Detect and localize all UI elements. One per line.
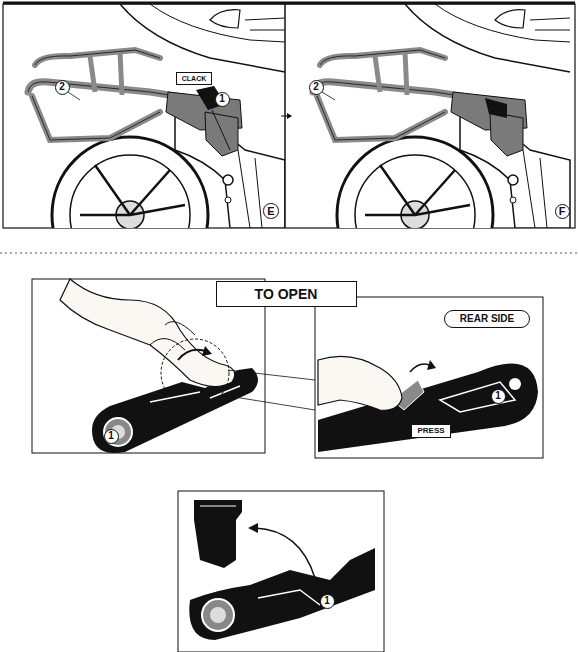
step-letter: F	[555, 204, 570, 219]
node-text: REAR SIDE	[460, 314, 514, 324]
node-text: 2	[313, 82, 319, 92]
section-heading: TO OPEN	[216, 281, 357, 307]
step-letter: E	[263, 203, 278, 218]
node-text: TO OPEN	[255, 287, 318, 301]
callout-number: 1	[104, 429, 119, 444]
callout-number: 2	[309, 80, 324, 95]
callout-number: 1	[491, 389, 506, 404]
node-text: PRESS	[417, 427, 444, 435]
node-text: E	[267, 206, 274, 217]
action-label: PRESS	[411, 424, 450, 438]
callout-number: 2	[55, 80, 70, 95]
node-text: CLACK	[182, 75, 207, 82]
view-label: REAR SIDE	[444, 310, 530, 328]
node-text: 1	[219, 94, 225, 104]
node-text: F	[559, 206, 566, 217]
callout-number: 1	[320, 594, 335, 609]
node-text: 1	[495, 391, 501, 401]
node-text: 1	[108, 431, 114, 441]
node-text: 2	[59, 82, 65, 92]
sound-label: CLACK	[176, 72, 213, 85]
node-text: 1	[324, 596, 330, 606]
callout-number: 1	[215, 92, 230, 107]
